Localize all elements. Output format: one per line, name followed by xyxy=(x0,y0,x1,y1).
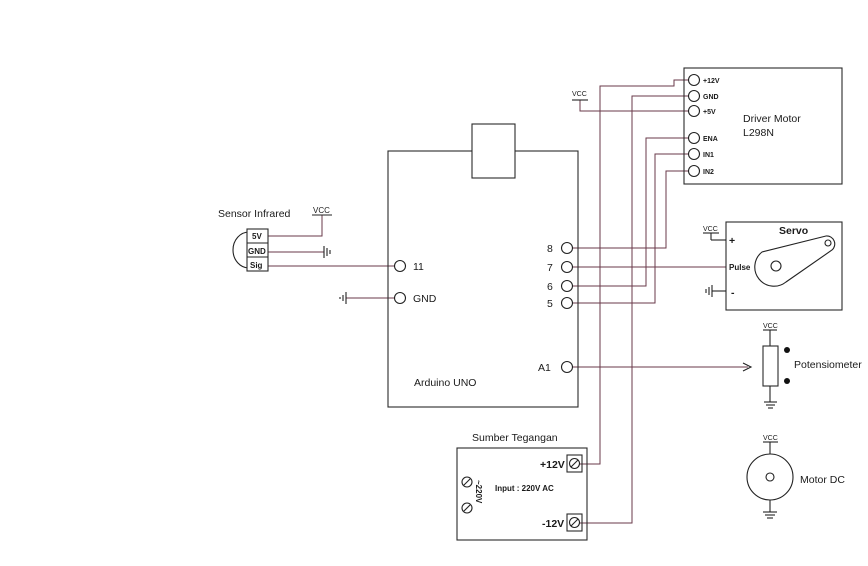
driver-motor: +12V GND +5V ENA IN1 IN2 Driver Motor L2… xyxy=(683,67,843,185)
sensor-infrared: Sensor Infrared 5V GND Sig VCC xyxy=(218,206,332,272)
wire-ena xyxy=(572,137,688,287)
ground-sensor xyxy=(323,246,331,258)
servo-pulse: Pulse xyxy=(729,263,751,272)
vcc-driver-label: VCC xyxy=(572,91,587,98)
arduino-title: Arduino UNO xyxy=(414,377,476,389)
sensor-title: Sensor Infrared xyxy=(218,208,291,220)
servo: Servo + Pulse - VCC xyxy=(703,221,843,311)
pot-arrow xyxy=(742,362,753,372)
driver-pin-gnd: GND xyxy=(703,94,719,101)
wire-5v xyxy=(579,100,688,112)
motor-dc: VCC Motor DC xyxy=(746,435,845,519)
wire-12v xyxy=(580,79,688,465)
motor-vcc-label: VCC xyxy=(763,435,778,442)
wire-sensor-vcc xyxy=(267,215,323,237)
arduino-pin-5: 5 xyxy=(547,298,553,310)
arduino-uno: 11 GND 8 7 6 5 A1 Arduino UNO xyxy=(387,123,579,408)
pot-vcc-label: VCC xyxy=(763,323,778,330)
servo-minus: - xyxy=(731,287,735,299)
psu-ac: ~220V xyxy=(474,480,483,504)
arduino-pin-8: 8 xyxy=(547,243,553,255)
driver-pin-in1: IN1 xyxy=(703,152,714,159)
arduino-pin-gnd: GND xyxy=(413,293,437,305)
power-supply: Sumber Tegangan Input : 220V AC ~220V +1… xyxy=(456,432,588,541)
pot-title: Potensiometer xyxy=(794,359,862,371)
servo-vcc-label: VCC xyxy=(703,226,718,233)
psu-title: Sumber Tegangan xyxy=(472,432,558,444)
wire-in2 xyxy=(572,170,688,249)
potentiometer: VCC Potensiometer xyxy=(762,323,862,409)
ground-arduino xyxy=(339,292,347,304)
driver-pin-in2: IN2 xyxy=(703,169,714,176)
psu-neg: -12V xyxy=(542,518,564,530)
driver-pin-12v: +12V xyxy=(703,78,720,85)
servo-plus: + xyxy=(729,235,735,247)
wires xyxy=(267,79,753,524)
driver-title: Driver Motor xyxy=(743,113,801,125)
ground-servo xyxy=(705,285,726,297)
arduino-pin-6: 6 xyxy=(547,281,553,293)
driver-pin-5v: +5V xyxy=(703,109,716,116)
motor-title: Motor DC xyxy=(800,474,845,486)
servo-horn xyxy=(754,235,836,287)
psu-pos: +12V xyxy=(540,459,565,471)
arduino-pin-a1: A1 xyxy=(538,362,551,374)
arduino-pin-7: 7 xyxy=(547,262,553,274)
sensor-vcc-label: VCC xyxy=(313,206,330,215)
vcc-driver: VCC xyxy=(572,91,588,101)
sensor-pin-5v: 5V xyxy=(252,232,262,241)
sensor-pin-gnd: GND xyxy=(248,247,266,256)
driver-model: L298N xyxy=(743,127,774,139)
wire-in1 xyxy=(572,153,688,304)
driver-pin-ena: ENA xyxy=(703,136,718,143)
psu-input: Input : 220V AC xyxy=(495,484,554,493)
wire-gnd xyxy=(580,95,688,524)
arduino-pin-11: 11 xyxy=(413,261,424,273)
servo-title: Servo xyxy=(779,225,808,237)
sensor-pin-sig: Sig xyxy=(250,261,263,270)
